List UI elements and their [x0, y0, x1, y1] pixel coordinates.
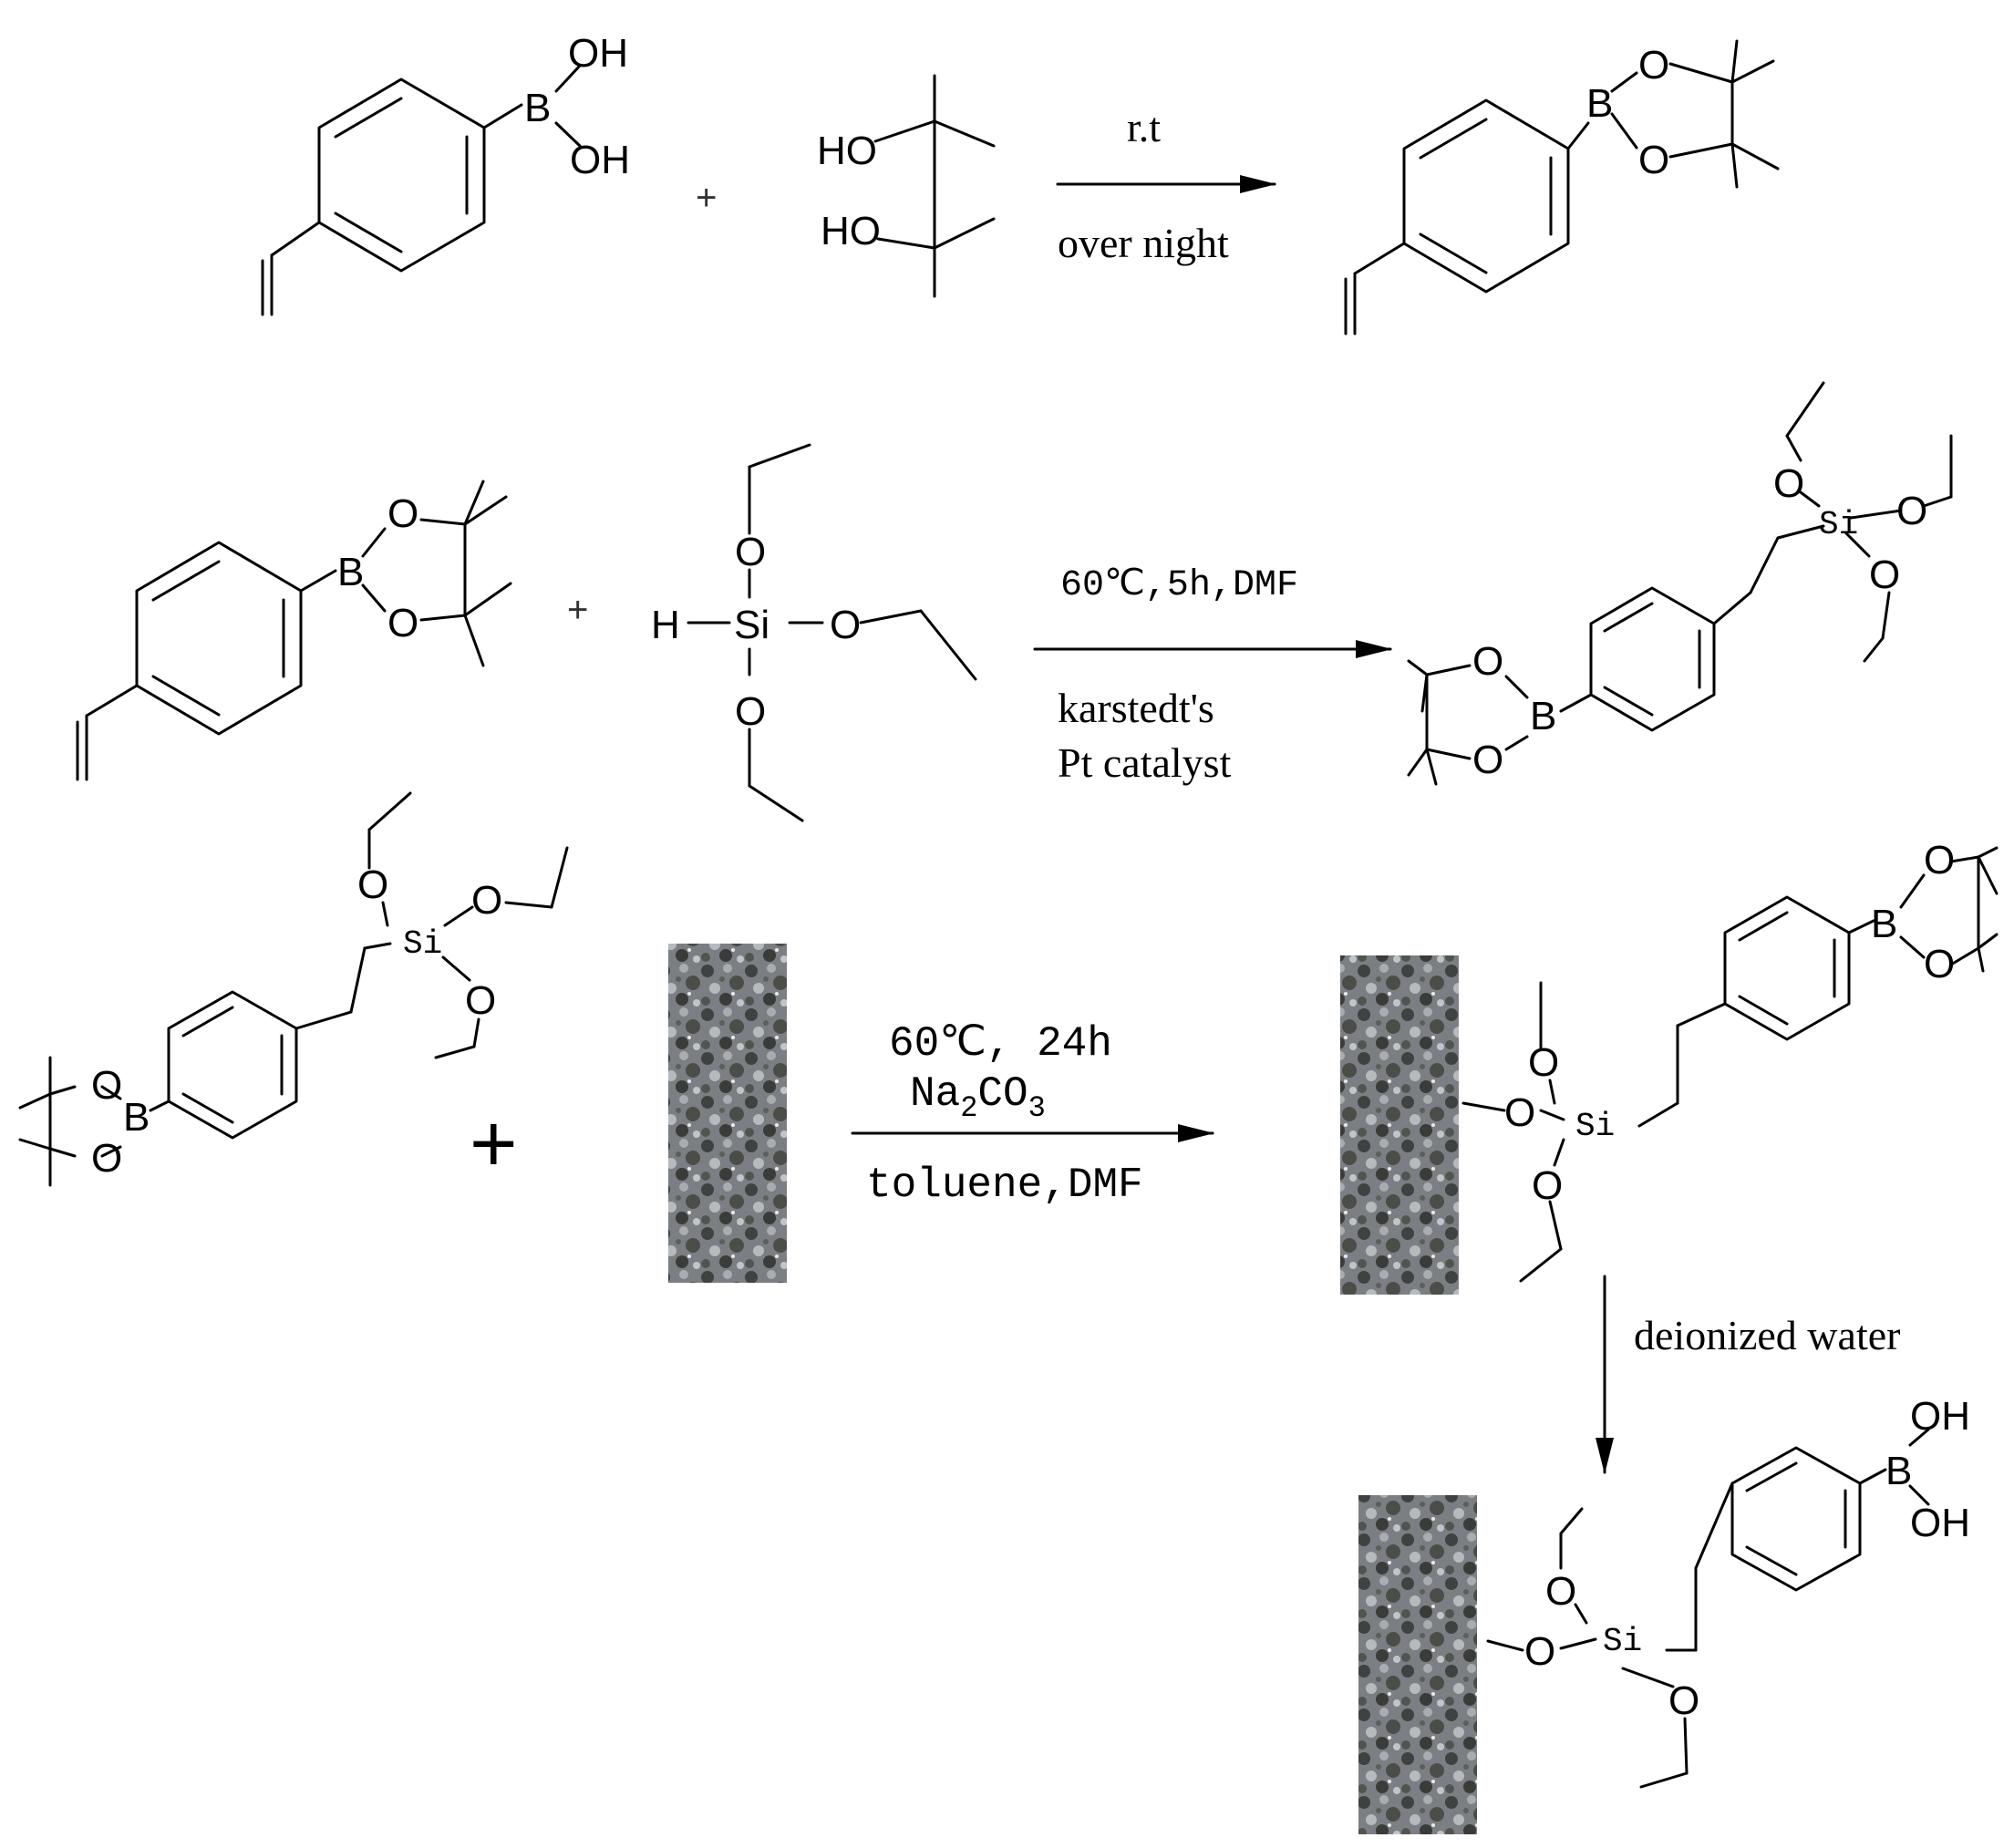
oxygen-bottom-label: O	[1638, 138, 1669, 182]
plus-sign: +	[696, 178, 717, 218]
step1-arrow: r.t over night	[1056, 104, 1276, 266]
oxygen-1-label: O	[1773, 461, 1804, 506]
oxygen-bottom-label: O	[387, 601, 418, 645]
step1-reactant-vinylphenylboronic-acid: B OH OH	[261, 31, 630, 316]
oxygen-boronate-bottom-label: O	[1924, 942, 1955, 986]
step2-arrow: 60℃,5h,DMF karstedt's Pt catalyst	[1033, 565, 1392, 786]
condition-temperature: r.t	[1127, 104, 1161, 150]
boron-label: B	[337, 550, 364, 594]
condition-catalyst-line1: karstedt's	[1058, 685, 1214, 731]
plus-sign: +	[470, 1099, 518, 1190]
step4-product-grafted-boronic-acid: Si O O O B OH OH	[1486, 1394, 1970, 1789]
step3-arrow: 60℃, 24h Na2CO3 toluene,DMF	[851, 1020, 1214, 1209]
oxygen-top-label: O	[1638, 43, 1669, 88]
silicon-label: Si	[1603, 1623, 1642, 1660]
porous-substrate-image	[1340, 955, 1459, 1295]
condition-base: Na2CO3	[910, 1070, 1046, 1125]
oxygen-2-label: O	[1504, 1090, 1535, 1135]
oxygen-1-label: O	[1528, 1040, 1559, 1085]
porous-substrate-image	[1358, 1495, 1477, 1834]
oxygen-boronate-top-label: O	[91, 1063, 122, 1108]
silicon-label: Si	[403, 925, 442, 963]
oxygen-top-label: O	[735, 530, 766, 574]
step3-reactant-silane-boronate: Si O O O O O B	[18, 791, 569, 1187]
step1-reactant-pinacol: HO HO	[817, 74, 996, 298]
oxygen-boronate-top-label: O	[1924, 838, 1955, 883]
condition-temperature-time-solvent: 60℃,5h,DMF	[1060, 565, 1298, 606]
condition-catalyst-line2: Pt catalyst	[1058, 739, 1232, 786]
oxygen-bottom-label: O	[735, 689, 766, 734]
oxygen-3-label: O	[1668, 1678, 1699, 1723]
step2-reactant-vinylphenyl-pinacol-boronate: B O O	[76, 480, 512, 781]
oxygen-3-label: O	[1532, 1163, 1563, 1208]
oxygen-boronate-bottom-label: O	[91, 1136, 122, 1181]
step2-product-triethoxysilylethyl-phenyl-boronate: Si O O O O O B	[1407, 381, 1953, 786]
step1-product-vinylphenyl-pinacol-boronate: B O O	[1344, 39, 1780, 336]
porous-substrate-image	[668, 944, 787, 1283]
condition-time: over night	[1058, 220, 1229, 266]
silicon-label: Si	[1575, 1108, 1615, 1145]
boron-label: B	[1871, 902, 1897, 946]
condition-temperature-time: 60℃, 24h	[889, 1020, 1112, 1068]
oxygen-top-label: O	[387, 491, 418, 536]
oxygen-1-label: O	[357, 862, 388, 907]
oxygen-3-label: O	[1869, 552, 1900, 597]
plus-sign: +	[567, 590, 588, 630]
oxygen-boronate-bottom-label: O	[1472, 738, 1503, 782]
hydroxyl-bottom-label: OH	[570, 138, 630, 182]
boron-label: B	[123, 1095, 150, 1140]
hydroxyl-top-label: OH	[568, 31, 628, 76]
hydroxyl-bottom-label: OH	[1910, 1501, 1970, 1545]
oxygen-2-label: O	[1524, 1629, 1555, 1674]
oxygen-2-label: O	[471, 878, 502, 923]
hydroxyl-bottom-label: HO	[821, 209, 881, 253]
oxygen-2-label: O	[1896, 489, 1927, 533]
oxygen-boronate-top-label: O	[1472, 639, 1503, 684]
oxygen-1-label: O	[1545, 1569, 1576, 1614]
oxygen-right-label: O	[830, 603, 861, 647]
boron-label: B	[1586, 81, 1613, 126]
hydroxyl-top-label: HO	[817, 129, 877, 173]
hydroxyl-top-label: OH	[1910, 1394, 1970, 1439]
hydrogen-label: H	[651, 603, 680, 647]
condition-solvent: toluene,DMF	[866, 1161, 1143, 1209]
condition-hydrolysis: deionized water	[1634, 1312, 1900, 1358]
boron-label: B	[1530, 694, 1556, 738]
step4-arrow: deionized water	[1596, 1275, 1900, 1474]
oxygen-3-label: O	[465, 978, 496, 1023]
silicon-label: Si	[734, 603, 769, 647]
step3-product-grafted-boronate: Si O O O B O O	[1461, 838, 1999, 1283]
boron-label: B	[524, 86, 551, 130]
silicon-label: Si	[1819, 506, 1858, 543]
step2-reactant-triethoxysilane: H Si O O O	[651, 443, 977, 822]
boron-label: B	[1885, 1449, 1912, 1493]
